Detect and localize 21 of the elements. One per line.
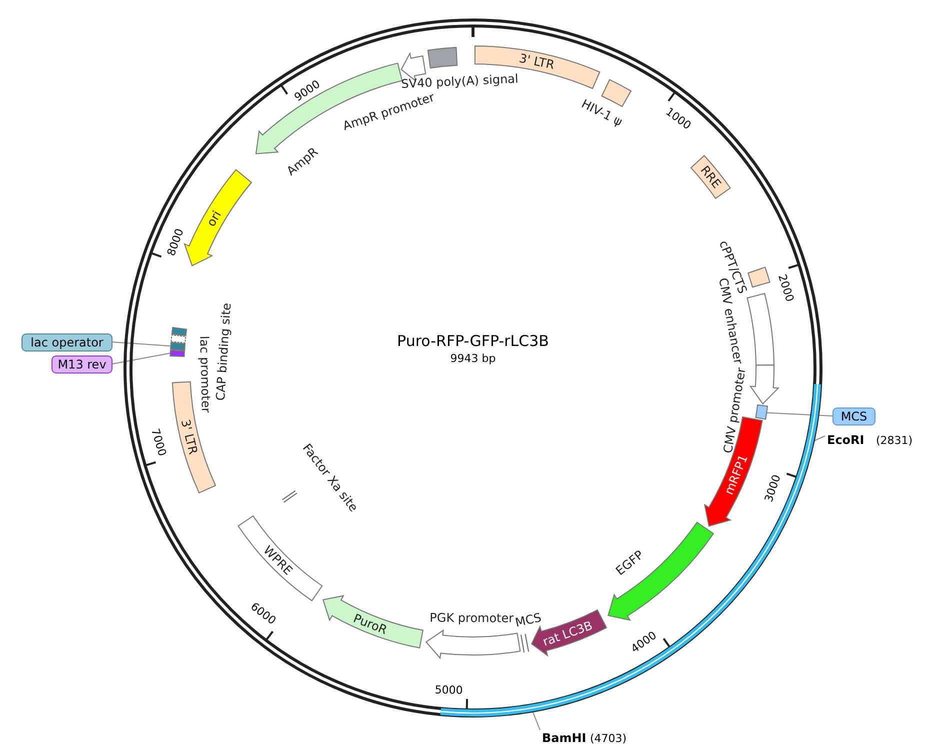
tick-label: 3000: [762, 473, 784, 504]
position-label: (2831): [876, 434, 913, 447]
leader-line: [112, 342, 172, 346]
operator-feature: [170, 342, 186, 351]
mcs-feature: [755, 404, 768, 420]
tick-label: 8000: [164, 226, 186, 258]
leader-line: [112, 352, 171, 364]
plasmid-title: Puro-RFP-GFP-rLC3B: [397, 332, 549, 350]
tick-label: 7000: [148, 427, 169, 458]
enzyme-name: BamHI: [542, 731, 586, 745]
site-badge: MCS: [832, 408, 876, 426]
enzyme-name: EcoRI: [827, 433, 864, 447]
origin-feature: ori: [184, 169, 252, 266]
tick-label: 5000: [434, 683, 463, 697]
leader-line: [766, 412, 834, 416]
tick-label: 2000: [776, 272, 796, 304]
site-badge: lac operator: [22, 334, 112, 352]
plasmid-size: 9943 bp: [450, 352, 496, 365]
primer-site: [170, 350, 185, 357]
site-badge: M13 rev: [52, 356, 112, 374]
position-label: (4703): [590, 732, 627, 745]
